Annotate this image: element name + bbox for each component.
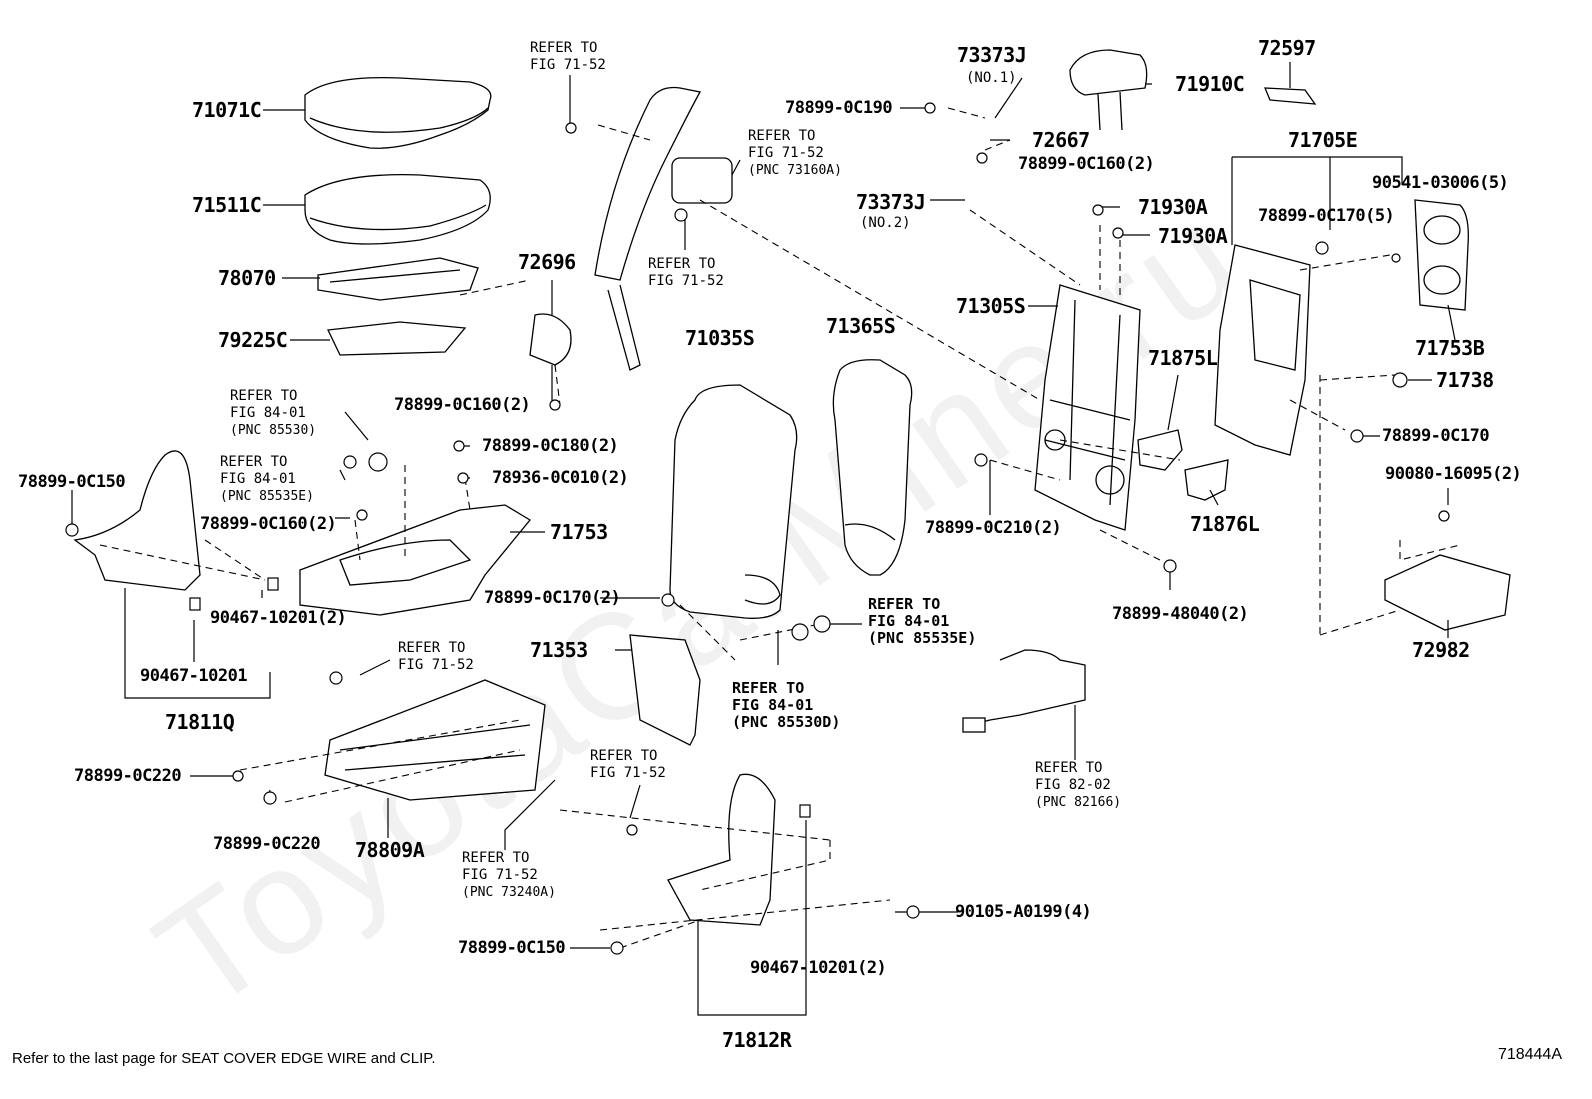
side-panel-71811q-shape xyxy=(73,450,201,591)
part-71353-shape xyxy=(629,634,701,746)
part-label: 71875L xyxy=(1148,346,1218,370)
seat-cushion-cover-shape xyxy=(304,174,491,245)
part-label: 71511C xyxy=(192,193,262,217)
seat-back-cover-shape xyxy=(832,359,913,576)
part-label: 78899-48040(2) xyxy=(1112,604,1249,624)
heater-plate-shape xyxy=(317,257,479,301)
part-label: 90541-03006(5) xyxy=(1372,173,1509,193)
headrest-shape xyxy=(1069,49,1148,96)
part-label: 78899-0C220 xyxy=(74,766,182,786)
figure-code: 718444A xyxy=(1497,1046,1562,1063)
part-label: 78070 xyxy=(218,266,276,290)
part-label: 72696 xyxy=(518,250,576,274)
footer-note: Refer to the last page for SEAT COVER ED… xyxy=(12,1050,436,1067)
part-label: 71812R xyxy=(722,1028,792,1052)
part-label: 78899-0C180(2) xyxy=(482,436,619,456)
part-label: 90105-A0199(4) xyxy=(955,902,1092,922)
part-label: 78936-0C010(2) xyxy=(492,468,629,488)
part-label: 78899-0C190 xyxy=(785,98,893,118)
seat-belt-shape xyxy=(594,86,733,371)
part-label: 71365S xyxy=(826,314,896,338)
side-shield-71812r-shape xyxy=(667,773,776,926)
tray-72982-shape xyxy=(1384,554,1511,631)
part-label: 71811Q xyxy=(165,710,235,734)
part-label: 71738 xyxy=(1436,368,1494,392)
bracket-72696-shape xyxy=(529,313,572,366)
part-label: 71071C xyxy=(192,98,262,122)
part-label: 78899-0C150 xyxy=(458,938,566,958)
part-label: 90080-16095(2) xyxy=(1385,464,1522,484)
cup-holder-shape xyxy=(1414,199,1469,311)
part-label: 78899-0C170(2) xyxy=(484,588,621,608)
part-label: 73373J xyxy=(856,190,926,214)
part-label: 71930A xyxy=(1138,195,1208,219)
console-71753-shape xyxy=(299,504,531,616)
seat-back-pad-shape xyxy=(669,384,798,619)
seat-track-shape xyxy=(324,679,546,801)
part-label: 71035S xyxy=(685,326,755,350)
part-label: 71753 xyxy=(550,520,608,544)
part-label: 72597 xyxy=(1258,36,1316,60)
part-label: 78899-0C170 xyxy=(1382,426,1490,446)
part-label: 78899-0C170(5) xyxy=(1258,206,1395,226)
part-label: 78899-0C160(2) xyxy=(394,395,531,415)
part-label: 78899-0C160(2) xyxy=(200,514,337,534)
pad-79225c-shape xyxy=(327,321,467,356)
part-label: 78899-0C210(2) xyxy=(925,518,1062,538)
part-label: 71305S xyxy=(956,294,1026,318)
part-label: 78899-0C160(2) xyxy=(1018,154,1155,174)
part-label: 71876L xyxy=(1190,512,1260,536)
part-label: 71910C xyxy=(1175,72,1245,96)
part-label: 90467-10201 xyxy=(140,666,248,686)
part-label: 71753B xyxy=(1415,336,1485,360)
plate-71875l-shape xyxy=(1137,429,1183,471)
plate-71876l-shape xyxy=(1184,459,1229,501)
seat-back-board-shape xyxy=(1214,244,1311,456)
part-label: 90467-10201(2) xyxy=(210,608,347,628)
part-label-sub: (NO.2) xyxy=(860,215,911,231)
part-label: 79225C xyxy=(218,328,288,352)
part-label: 78899-0C150 xyxy=(18,472,126,492)
part-label: 90467-10201(2) xyxy=(750,958,887,978)
part-label: 73373J xyxy=(957,43,1027,67)
part-label: 71930A xyxy=(1158,224,1228,248)
part-label-sub: (NO.1) xyxy=(966,70,1017,86)
part-label: 78899-0C220 xyxy=(213,834,321,854)
part-label: 78809A xyxy=(355,838,425,862)
seat-back-frame-shape xyxy=(1034,284,1141,531)
part-label: 71353 xyxy=(530,638,588,662)
wire-harness-shape xyxy=(969,649,1086,726)
part-label: 72982 xyxy=(1412,638,1470,662)
part-label: 71705E xyxy=(1288,128,1358,152)
part-label: 72667 xyxy=(1032,128,1090,152)
seat-cushion-pad-shape xyxy=(304,76,492,149)
part-72597-shape xyxy=(1264,87,1317,105)
